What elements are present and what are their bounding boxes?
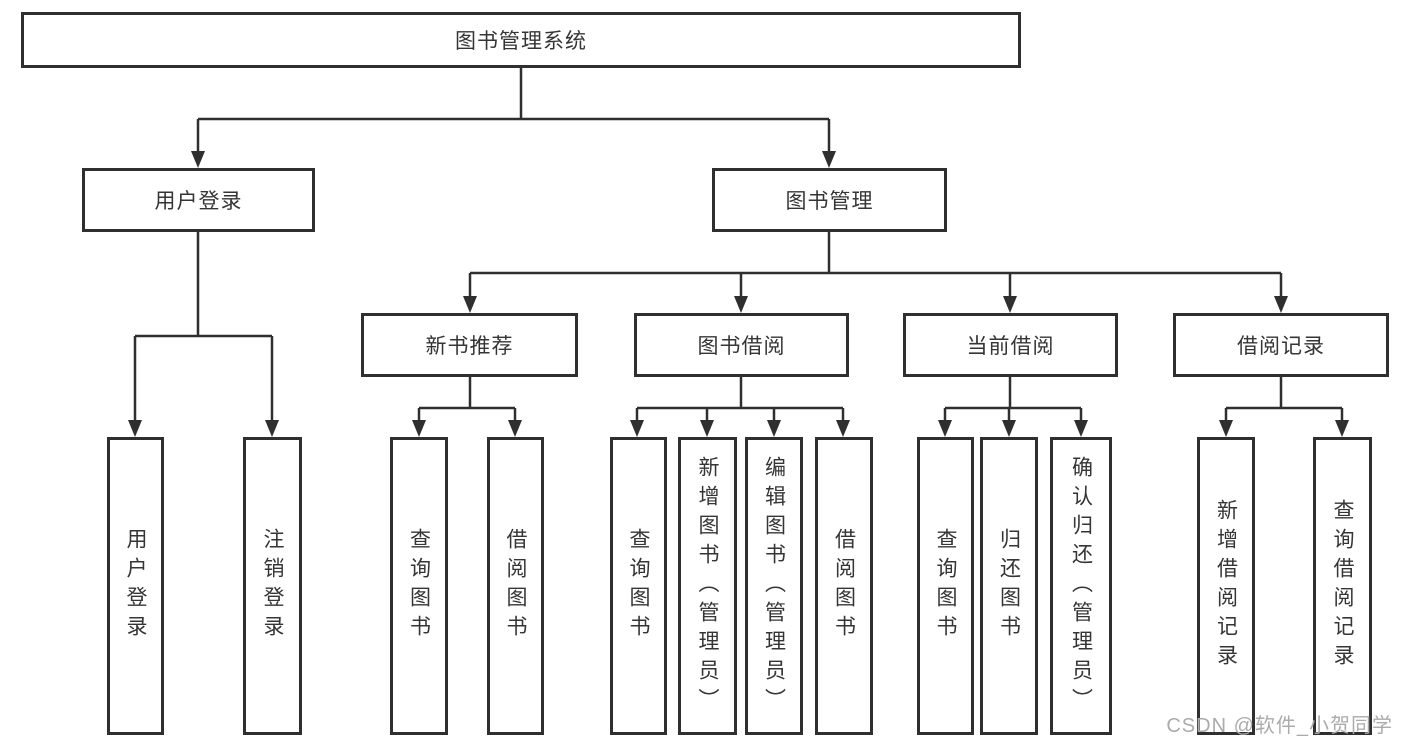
node-borrow-records-label: 借阅记录 — [1237, 335, 1325, 358]
node-root: 图书管理系统 — [21, 12, 1021, 68]
node-book-borrow: 图书借阅 — [634, 313, 849, 377]
node-new-book-recommend-label: 新书推荐 — [425, 335, 514, 358]
leaf-query-books-2-label: 查询图书 — [627, 528, 650, 644]
leaf-user-login-label: 用户登录 — [124, 528, 147, 644]
leaf-query-books-1-label: 查询图书 — [407, 528, 431, 644]
leaf-confirm-return-admin-label: 确认归还（管理员） — [1069, 455, 1093, 717]
node-borrow-records: 借阅记录 — [1173, 313, 1389, 377]
leaf-query-borrow-record: 查询借阅记录 — [1313, 437, 1372, 735]
leaf-edit-books-admin: 编辑图书（管理员） — [745, 437, 803, 735]
leaf-confirm-return-admin: 确认归还（管理员） — [1050, 437, 1112, 735]
node-book-management-label: 图书管理 — [785, 190, 874, 213]
node-root-label: 图书管理系统 — [455, 30, 587, 53]
leaf-query-books-3: 查询图书 — [917, 437, 974, 735]
node-current-borrow-label: 当前借阅 — [966, 335, 1055, 358]
leaf-query-books-1: 查询图书 — [390, 437, 448, 735]
leaf-borrow-books-2: 借阅图书 — [815, 437, 873, 735]
node-new-book-recommend: 新书推荐 — [361, 313, 578, 377]
leaf-query-books-2: 查询图书 — [610, 437, 667, 735]
node-user-login: 用户登录 — [82, 168, 315, 232]
leaf-add-books-admin: 新增图书（管理员） — [678, 437, 737, 735]
leaf-query-borrow-record-label: 查询借阅记录 — [1331, 499, 1354, 673]
node-book-borrow-label: 图书借阅 — [697, 335, 786, 358]
leaf-add-books-admin-label: 新增图书（管理员） — [696, 455, 719, 717]
leaf-borrow-books-1: 借阅图书 — [487, 437, 544, 735]
leaf-add-borrow-record-label: 新增借阅记录 — [1214, 499, 1238, 673]
node-current-borrow: 当前借阅 — [903, 313, 1118, 377]
csdn-watermark: CSDN @软件_小贺同学 — [1166, 715, 1393, 737]
leaf-return-books: 归还图书 — [980, 437, 1038, 735]
leaf-add-borrow-record: 新增借阅记录 — [1197, 437, 1255, 735]
node-user-login-label: 用户登录 — [154, 190, 243, 213]
leaf-borrow-books-2-label: 借阅图书 — [832, 528, 856, 644]
leaf-user-login: 用户登录 — [107, 437, 164, 735]
leaf-logout-label: 注销登录 — [261, 528, 284, 644]
leaf-borrow-books-1-label: 借阅图书 — [504, 528, 527, 644]
leaf-edit-books-admin-label: 编辑图书（管理员） — [762, 455, 786, 717]
leaf-return-books-label: 归还图书 — [997, 528, 1021, 644]
leaf-logout: 注销登录 — [243, 437, 302, 735]
node-book-management: 图书管理 — [712, 168, 947, 232]
leaf-query-books-3-label: 查询图书 — [934, 528, 957, 644]
